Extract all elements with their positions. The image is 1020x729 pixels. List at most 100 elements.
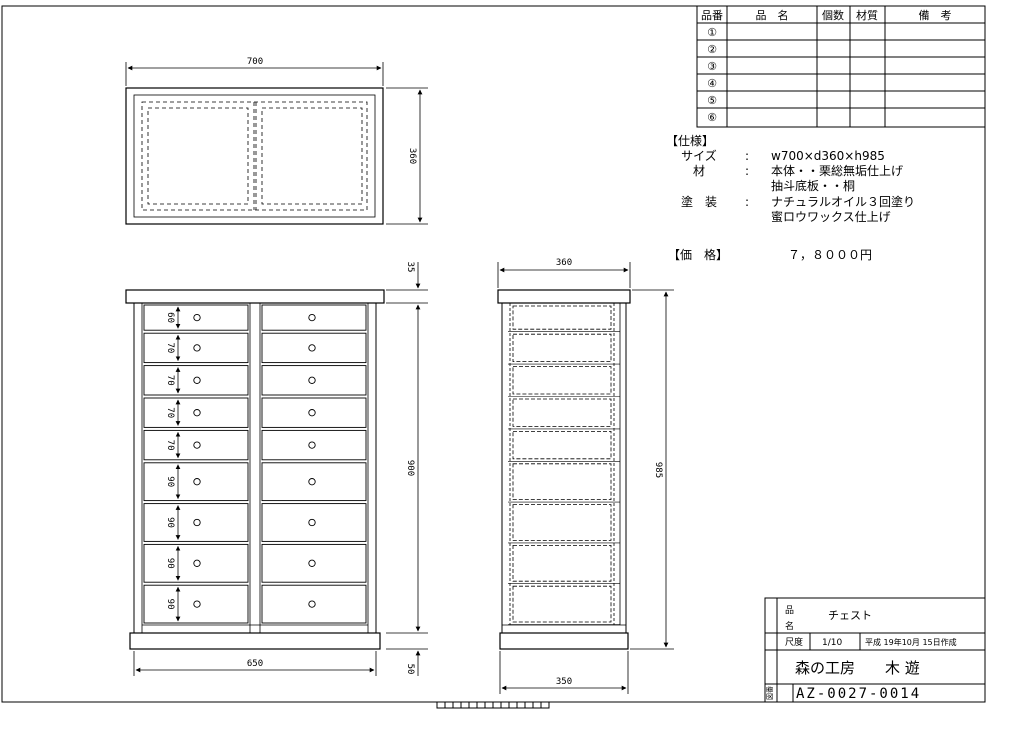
dim-front-width [133, 651, 377, 676]
drawer-dim-label: 70 [165, 342, 175, 353]
drawer-front [143, 397, 249, 428]
drawer-side [512, 430, 612, 460]
price-value: ７，８０００円 [788, 248, 872, 262]
drawer-knob [308, 409, 316, 417]
dim-side-top-label: 360 [556, 258, 572, 268]
drawer-knob [193, 376, 201, 384]
drawer-front [261, 543, 367, 583]
drawer-dim-label: 60 [165, 312, 175, 323]
drawer-knob [308, 344, 316, 352]
drawer-front [143, 584, 249, 624]
bottom-scale-ruler [436, 701, 550, 709]
drawer-knob [308, 518, 316, 527]
drawer-side [512, 333, 612, 363]
parts-table [696, 5, 986, 128]
dim-front-width-label: 650 [247, 659, 263, 669]
dim-front-body-height: 900 [405, 460, 415, 476]
title-drawing-no-label: 図番 [766, 686, 774, 700]
title-name-value: チェスト [828, 609, 872, 622]
drawer-front [143, 332, 249, 364]
drawer-knob [193, 409, 201, 417]
parts-header-qty: 個数 [822, 9, 844, 22]
drawer-knob [193, 441, 201, 449]
spec-value-size: w700×d360×h985 [771, 149, 885, 163]
title-maker: 森の工房 木 遊 [795, 659, 920, 677]
parts-header-name: 品 名 [756, 8, 789, 22]
drawer-dim-label: 70 [165, 440, 175, 451]
spec-heading: 【仕様】 [666, 134, 714, 148]
side-drawers [508, 305, 620, 625]
parts-row-number: ① [707, 26, 717, 39]
drawer-side [512, 366, 612, 395]
drawer-front [261, 429, 367, 461]
title-name-label: 品 [785, 605, 794, 616]
parts-row-number: ② [707, 43, 717, 56]
drawer-dim-label: 90 [165, 599, 175, 610]
drawer-knob [308, 313, 316, 322]
parts-row-number: ⑤ [707, 94, 717, 107]
drawer-dim-label: 70 [165, 375, 175, 386]
drawer-knob [193, 344, 201, 352]
dim-front-right [386, 262, 428, 676]
spec-sep: : [745, 195, 749, 209]
drawer-knob [308, 478, 316, 486]
price-label: 【価 格】 [668, 247, 728, 262]
dim-side-base [499, 651, 629, 694]
drawer-side [512, 585, 612, 623]
dim-front-base-height: 50 [405, 664, 415, 675]
drawer-dim-label: 70 [165, 407, 175, 418]
spec-label-size: サイズ [681, 148, 717, 163]
parts-row-number: ⑥ [707, 111, 717, 124]
drawer-side [512, 504, 612, 541]
drawer-knob [308, 376, 316, 384]
parts-row-number: ③ [707, 60, 717, 73]
dim-front-top-thickness: 35 [405, 262, 415, 273]
front-drawers: 60 70 70 70 70 90 90 90 90 [143, 304, 367, 624]
drawer-front [261, 584, 367, 624]
drawer-knob [193, 518, 201, 527]
drawer-front [261, 332, 367, 364]
spec-label-finish: 塗 装 [681, 194, 717, 209]
spec-sep: : [745, 164, 749, 178]
drawer-front [261, 462, 367, 502]
drawer-knob [193, 600, 201, 608]
drawer-dim-label: 90 [165, 517, 175, 528]
dim-top-width [125, 62, 384, 86]
top-view [125, 87, 384, 225]
spec-value-drawer-bottom: 抽斗底板・・桐 [771, 178, 855, 193]
front-view [125, 289, 385, 650]
spec-value-wax: 蜜ロウワックス仕上げ [771, 209, 891, 224]
drawer-knob [193, 478, 201, 486]
drawer-dim-label: 90 [165, 476, 175, 487]
drawer-front [143, 503, 249, 542]
drawer-front [261, 503, 367, 542]
drawer-dim-label: 90 [165, 558, 175, 569]
dim-side-base-label: 350 [556, 677, 572, 687]
drawer-front [143, 462, 249, 502]
drawer-front [143, 429, 249, 461]
title-scale-value: 1/10 [822, 638, 842, 648]
spec-value-material: 本体・・栗総無垢仕上げ [771, 163, 903, 178]
drawer-side [512, 398, 612, 427]
drawer-front [143, 304, 249, 331]
parts-row-number: ④ [707, 77, 717, 90]
spec-sep: : [745, 149, 749, 163]
dim-side-top [497, 262, 631, 288]
drawer-front [261, 365, 367, 396]
title-block [764, 597, 986, 703]
dim-side-height-label: 985 [653, 462, 663, 478]
parts-header-material: 材質 [856, 8, 878, 22]
dim-side-height [630, 289, 674, 650]
drawer-knob [308, 441, 316, 449]
parts-header-number: 品番 [701, 9, 723, 22]
drawer-knob [308, 559, 316, 567]
drawer-front [261, 304, 367, 331]
drawer-knob [193, 559, 201, 567]
side-view [497, 289, 631, 650]
drawer-front [143, 365, 249, 396]
drawer-side [512, 545, 612, 582]
drawer-side [512, 463, 612, 500]
drawer-front [261, 397, 367, 428]
drawer-knob [193, 313, 201, 322]
